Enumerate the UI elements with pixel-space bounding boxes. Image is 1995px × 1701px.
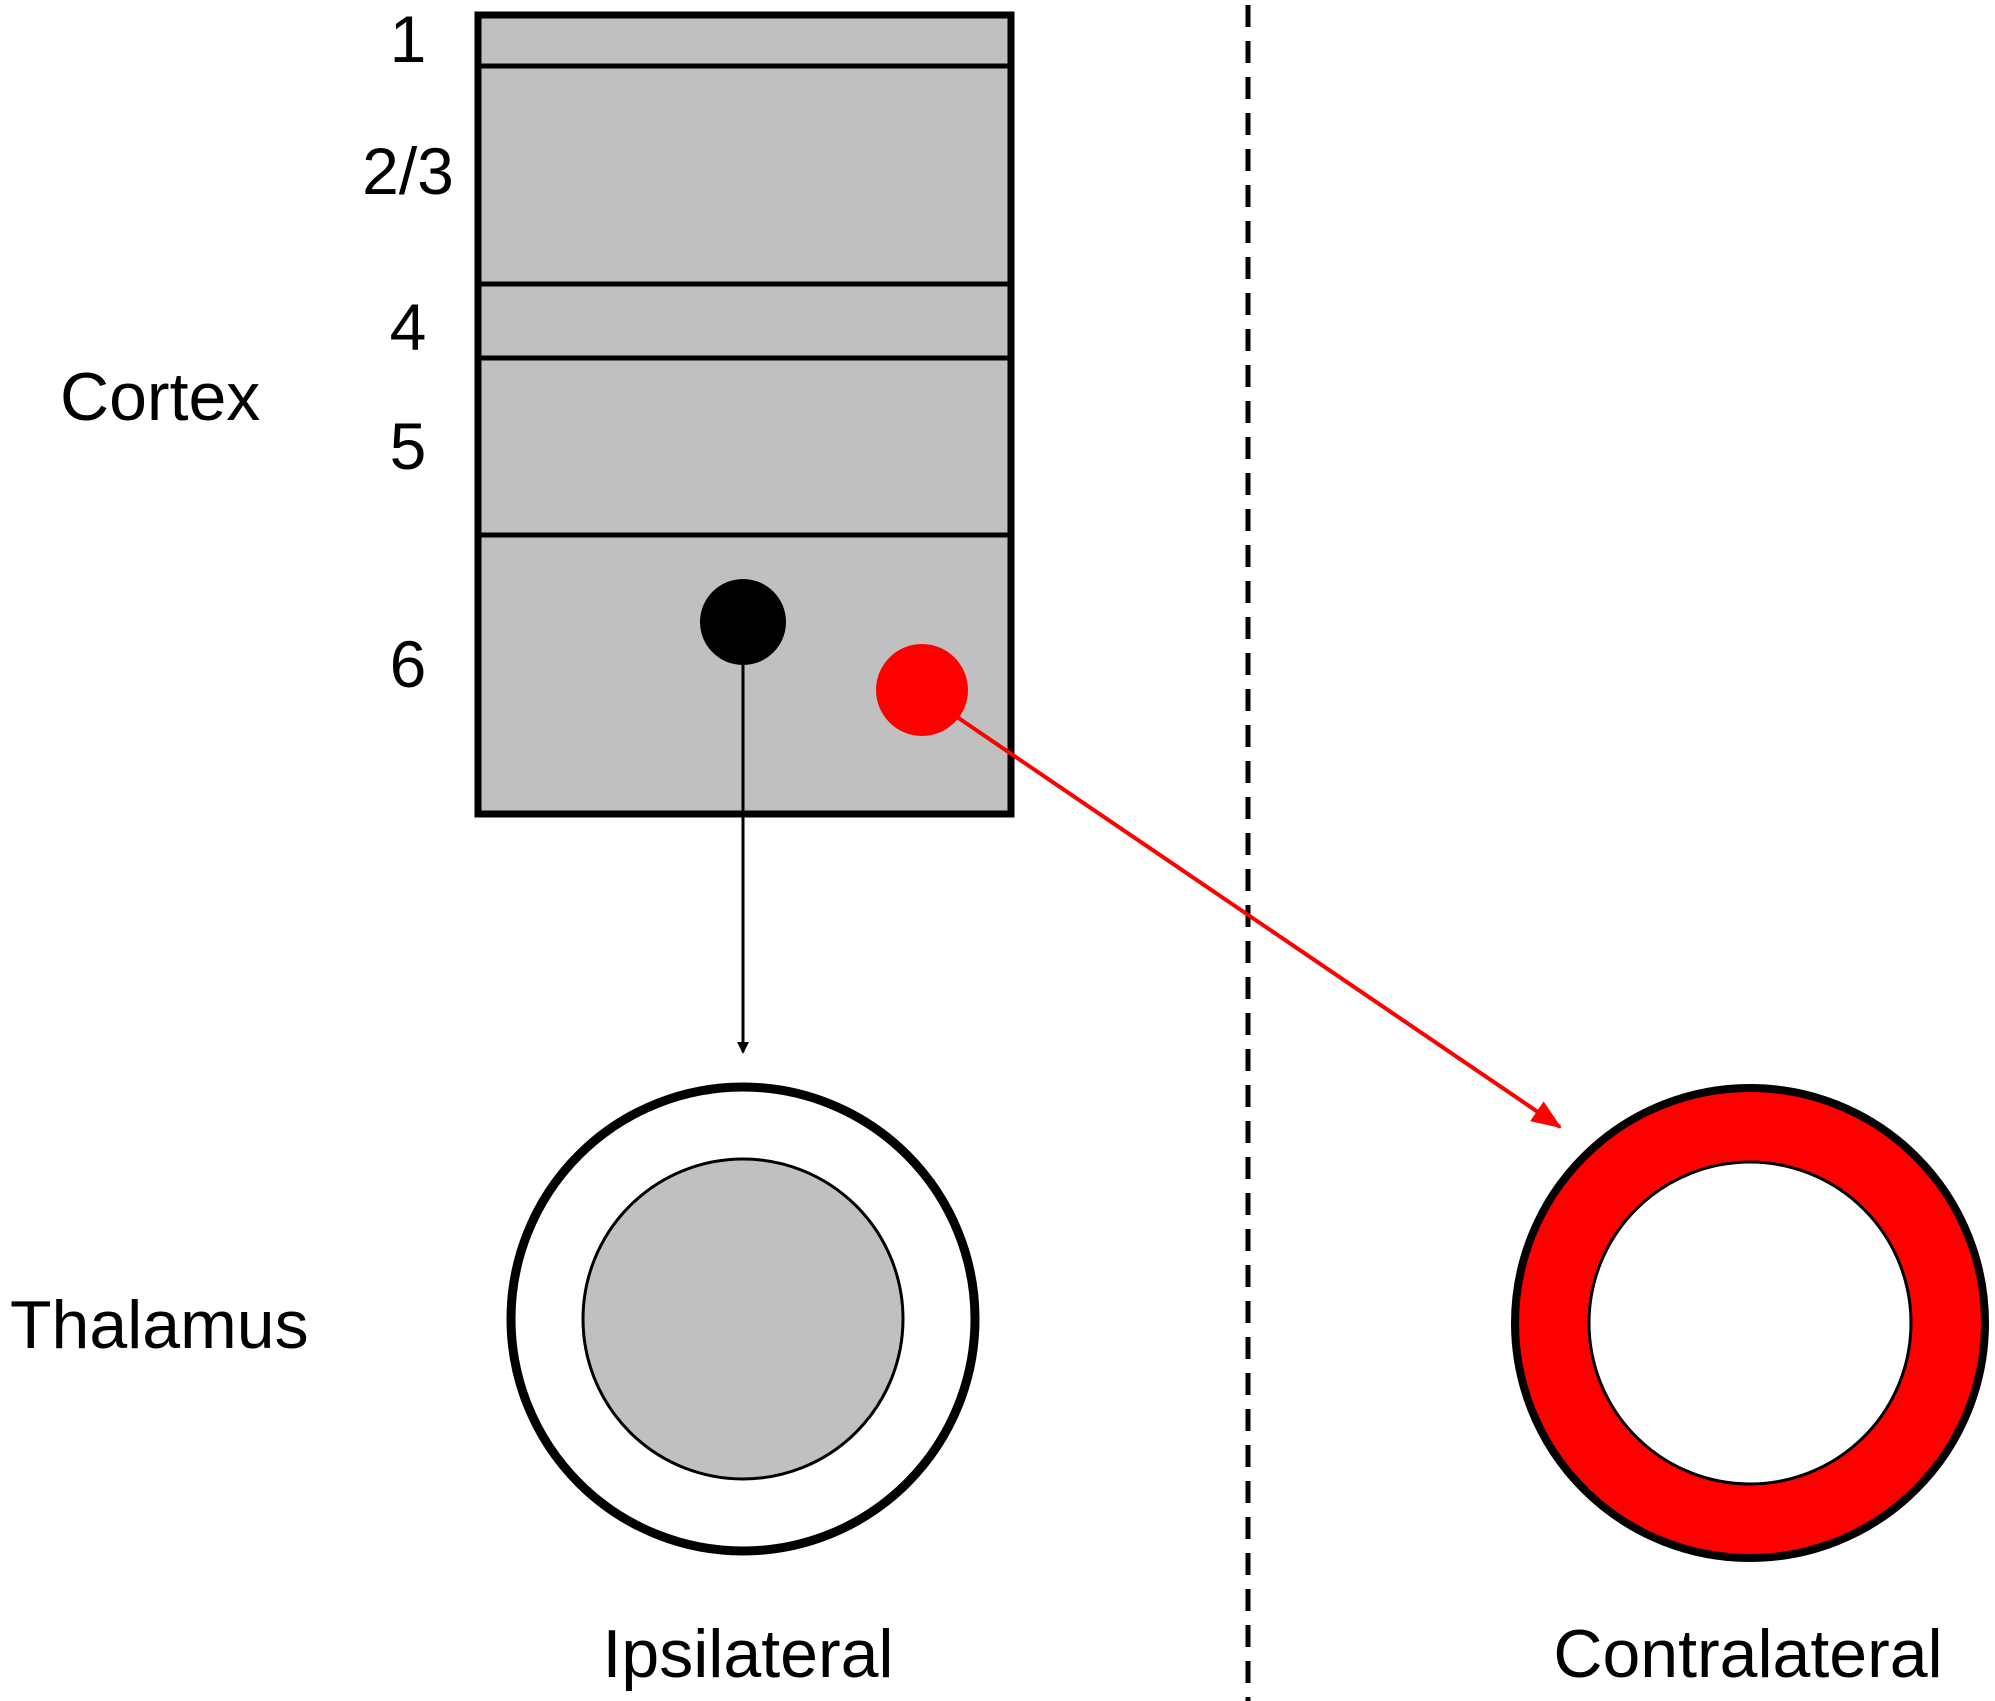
layer-label-2-3: 2/3 <box>362 134 454 208</box>
layer-label-5: 5 <box>390 409 427 483</box>
layer6-neuron-red <box>876 644 968 736</box>
contralateral-label: Contralateral <box>1553 1616 1942 1692</box>
layer-label-1: 1 <box>390 2 427 76</box>
contralateral-projection-arrow <box>955 715 1562 1129</box>
thalamus-contralateral <box>1511 1084 1989 1562</box>
thalamus-ipsilateral-core <box>581 1157 905 1481</box>
thalamus-contralateral-inner-edge <box>1587 1160 1913 1486</box>
thalamus-ipsilateral <box>506 1082 980 1556</box>
layer6-neuron-black <box>700 579 786 665</box>
thalamus-label: Thalamus <box>10 1287 309 1363</box>
layer-label-4: 4 <box>390 290 427 364</box>
cortex-label: Cortex <box>60 359 260 435</box>
thalamus-contralateral-outer-edge <box>1511 1084 1989 1562</box>
ipsilateral-label: Ipsilateral <box>602 1616 893 1692</box>
thalamus-contralateral-ring <box>1515 1088 1985 1558</box>
layer-label-6: 6 <box>390 627 427 701</box>
